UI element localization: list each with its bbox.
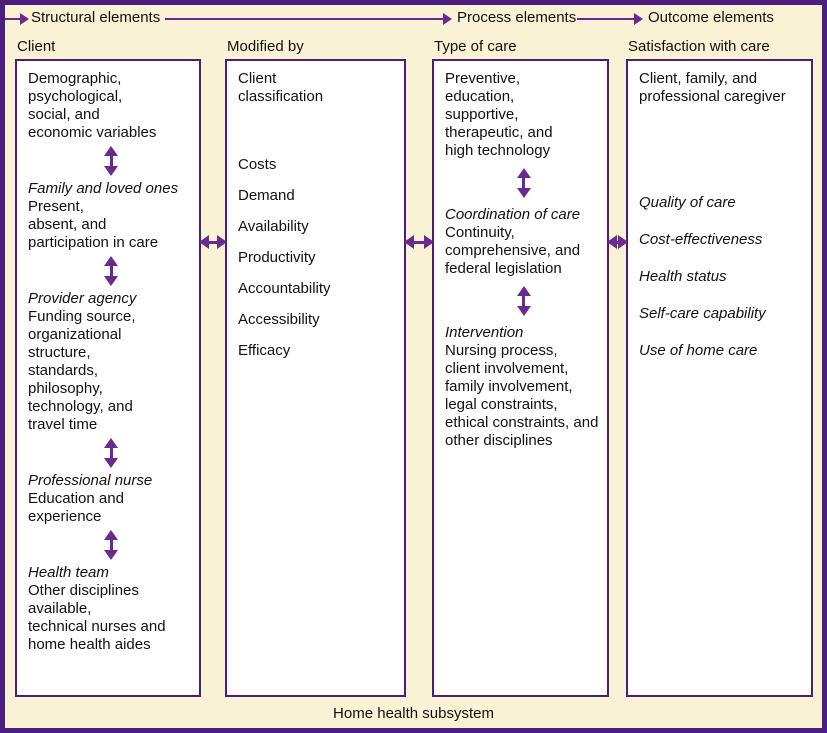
- section-body: Preventive, education, supportive, thera…: [445, 70, 553, 159]
- modified-by-item: Efficacy: [238, 342, 291, 359]
- care-section-intervention: Intervention Nursing process, client inv…: [445, 324, 602, 450]
- section-title: Family and loved ones: [28, 180, 179, 197]
- outcome-item: Quality of care: [639, 194, 736, 211]
- modified-by-item: Costs: [238, 156, 277, 173]
- right-arrow-icon: [577, 12, 643, 26]
- section-title: Provider agency: [28, 290, 137, 307]
- double-arrow-vertical-icon: [516, 286, 531, 316]
- section-body: Continuity, comprehensive, and federal l…: [445, 224, 581, 277]
- section-title: Health team: [28, 564, 109, 581]
- satisfaction-intro: Client, family, and professional caregiv…: [639, 70, 786, 105]
- client-section-professional-nurse: Professional nurse Education and experie…: [28, 472, 194, 526]
- type-of-care-column-header: Type of care: [434, 38, 517, 55]
- section-title: Intervention: [445, 324, 524, 341]
- section-title: Coordination of care: [445, 206, 581, 223]
- section-body: Education and experience: [28, 490, 124, 525]
- outcome-elements-label: Outcome elements: [648, 9, 774, 26]
- client-column-header: Client: [17, 38, 56, 55]
- modified-by-box: Client classification Costs Demand Avail…: [225, 59, 406, 697]
- care-section-coordination: Coordination of care Continuity, compreh…: [445, 206, 602, 278]
- type-of-care-box: Preventive, education, supportive, thera…: [432, 59, 609, 697]
- double-arrow-vertical-icon: [516, 168, 531, 198]
- modified-by-column-header: Modified by: [227, 38, 304, 55]
- client-section-health-team: Health team Other disciplines available,…: [28, 564, 194, 654]
- satisfaction-box: Client, family, and professional caregiv…: [626, 59, 813, 697]
- care-section-preventive: Preventive, education, supportive, thera…: [445, 70, 602, 160]
- modified-by-item: Accountability: [238, 280, 331, 297]
- outcome-item: Cost-effectiveness: [639, 231, 763, 248]
- section-title: Professional nurse: [28, 472, 153, 489]
- footer-label: Home health subsystem: [333, 705, 494, 722]
- right-arrow-icon: [5, 12, 29, 26]
- modified-by-item: Demand: [238, 187, 295, 204]
- modified-by-item: Accessibility: [238, 311, 320, 328]
- double-arrow-horizontal-icon: [607, 234, 628, 250]
- double-arrow-horizontal-icon: [199, 234, 227, 250]
- structural-elements-label: Structural elements: [31, 9, 161, 26]
- section-body: Funding source, organizational structure…: [28, 308, 136, 433]
- client-section-family: Family and loved ones Present, absent, a…: [28, 180, 194, 252]
- outcome-item: Health status: [639, 268, 727, 285]
- modified-by-item: Productivity: [238, 249, 316, 266]
- double-arrow-vertical-icon: [104, 146, 118, 176]
- section-body: Other disciplines available, technical n…: [28, 582, 166, 653]
- modified-by-item: Availability: [238, 218, 309, 235]
- process-elements-label: Process elements: [457, 9, 577, 26]
- modified-by-item: Client classification: [238, 70, 324, 105]
- outcome-item: Self-care capability: [639, 305, 766, 322]
- section-body: Nursing process, client involvement, fam…: [445, 342, 599, 449]
- outcome-item: Use of home care: [639, 342, 758, 359]
- client-section-demographics: Demographic, psychological, social, and …: [28, 70, 194, 142]
- double-arrow-vertical-icon: [104, 530, 118, 560]
- client-section-provider-agency: Provider agency Funding source, organiza…: [28, 290, 194, 434]
- double-arrow-vertical-icon: [104, 438, 118, 468]
- section-body: Demographic, psychological, social, and …: [28, 70, 157, 141]
- double-arrow-horizontal-icon: [404, 234, 434, 250]
- section-body: Present, absent, and participation in ca…: [28, 198, 159, 251]
- satisfaction-column-header: Satisfaction with care: [628, 38, 770, 55]
- client-box: Demographic, psychological, social, and …: [15, 59, 201, 697]
- right-arrow-icon: [165, 12, 452, 26]
- double-arrow-vertical-icon: [104, 256, 118, 286]
